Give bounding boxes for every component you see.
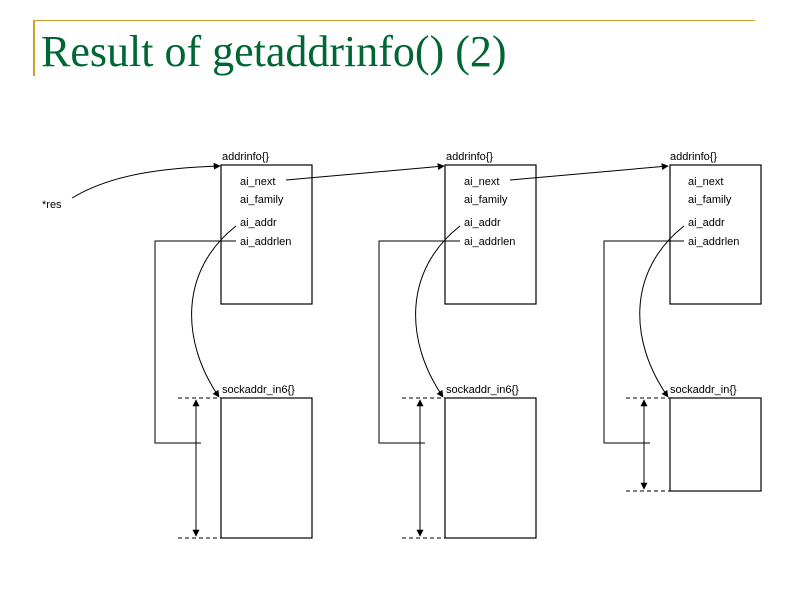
- field-ai-addrlen: ai_addrlen: [240, 236, 291, 248]
- field-ai-next: ai_next: [240, 176, 275, 188]
- field-ai-addr: ai_addr: [240, 217, 277, 229]
- addrinfo-box: [220, 164, 313, 305]
- ai-addrlen-bracket: [603, 240, 684, 444]
- sockaddr-box: [220, 397, 313, 539]
- title-accent: [33, 20, 35, 76]
- sockaddr-label: sockaddr_in6{}: [446, 384, 519, 396]
- ai-addrlen-bracket: [378, 240, 460, 444]
- res-label: *res: [42, 199, 62, 211]
- field-ai-next: ai_next: [688, 176, 723, 188]
- addrinfo-group-1: addrinfo{} ai_next ai_family ai_addr ai_…: [154, 151, 313, 539]
- addrinfo-group-3: addrinfo{} ai_next ai_family ai_addr ai_…: [603, 151, 762, 492]
- title-rule: [33, 20, 755, 21]
- addrinfo-label: addrinfo{}: [446, 151, 493, 163]
- field-ai-addrlen: ai_addrlen: [688, 236, 739, 248]
- addrinfo-box: [669, 164, 762, 305]
- ai-addr-pointer-arrow: [639, 225, 685, 398]
- field-ai-addrlen: ai_addrlen: [464, 236, 515, 248]
- sockaddr-box: [669, 397, 762, 492]
- ai-next-pointer-arrow-1: [285, 163, 445, 181]
- sockaddr-box: [444, 397, 537, 539]
- slide-title: Result of getaddrinfo() (2): [41, 27, 507, 76]
- field-ai-family: ai_family: [464, 194, 508, 206]
- addrinfo-label: addrinfo{}: [222, 151, 269, 163]
- field-ai-addr: ai_addr: [464, 217, 501, 229]
- field-ai-family: ai_family: [688, 194, 732, 206]
- addrinfo-box: [444, 164, 537, 305]
- sockaddr-label: sockaddr_in{}: [670, 384, 737, 396]
- sockaddr-label: sockaddr_in6{}: [222, 384, 295, 396]
- field-ai-family: ai_family: [240, 194, 284, 206]
- addrinfo-group-2: addrinfo{} ai_next ai_family ai_addr ai_…: [378, 151, 537, 539]
- ai-addr-pointer-arrow: [191, 225, 237, 398]
- ai-addr-pointer-arrow: [415, 225, 461, 398]
- field-ai-addr: ai_addr: [688, 217, 725, 229]
- ai-next-pointer-arrow-2: [509, 163, 669, 181]
- field-ai-next: ai_next: [464, 176, 499, 188]
- ai-addrlen-bracket: [154, 240, 236, 444]
- addrinfo-label: addrinfo{}: [670, 151, 717, 163]
- res-pointer-arrow: [71, 162, 221, 199]
